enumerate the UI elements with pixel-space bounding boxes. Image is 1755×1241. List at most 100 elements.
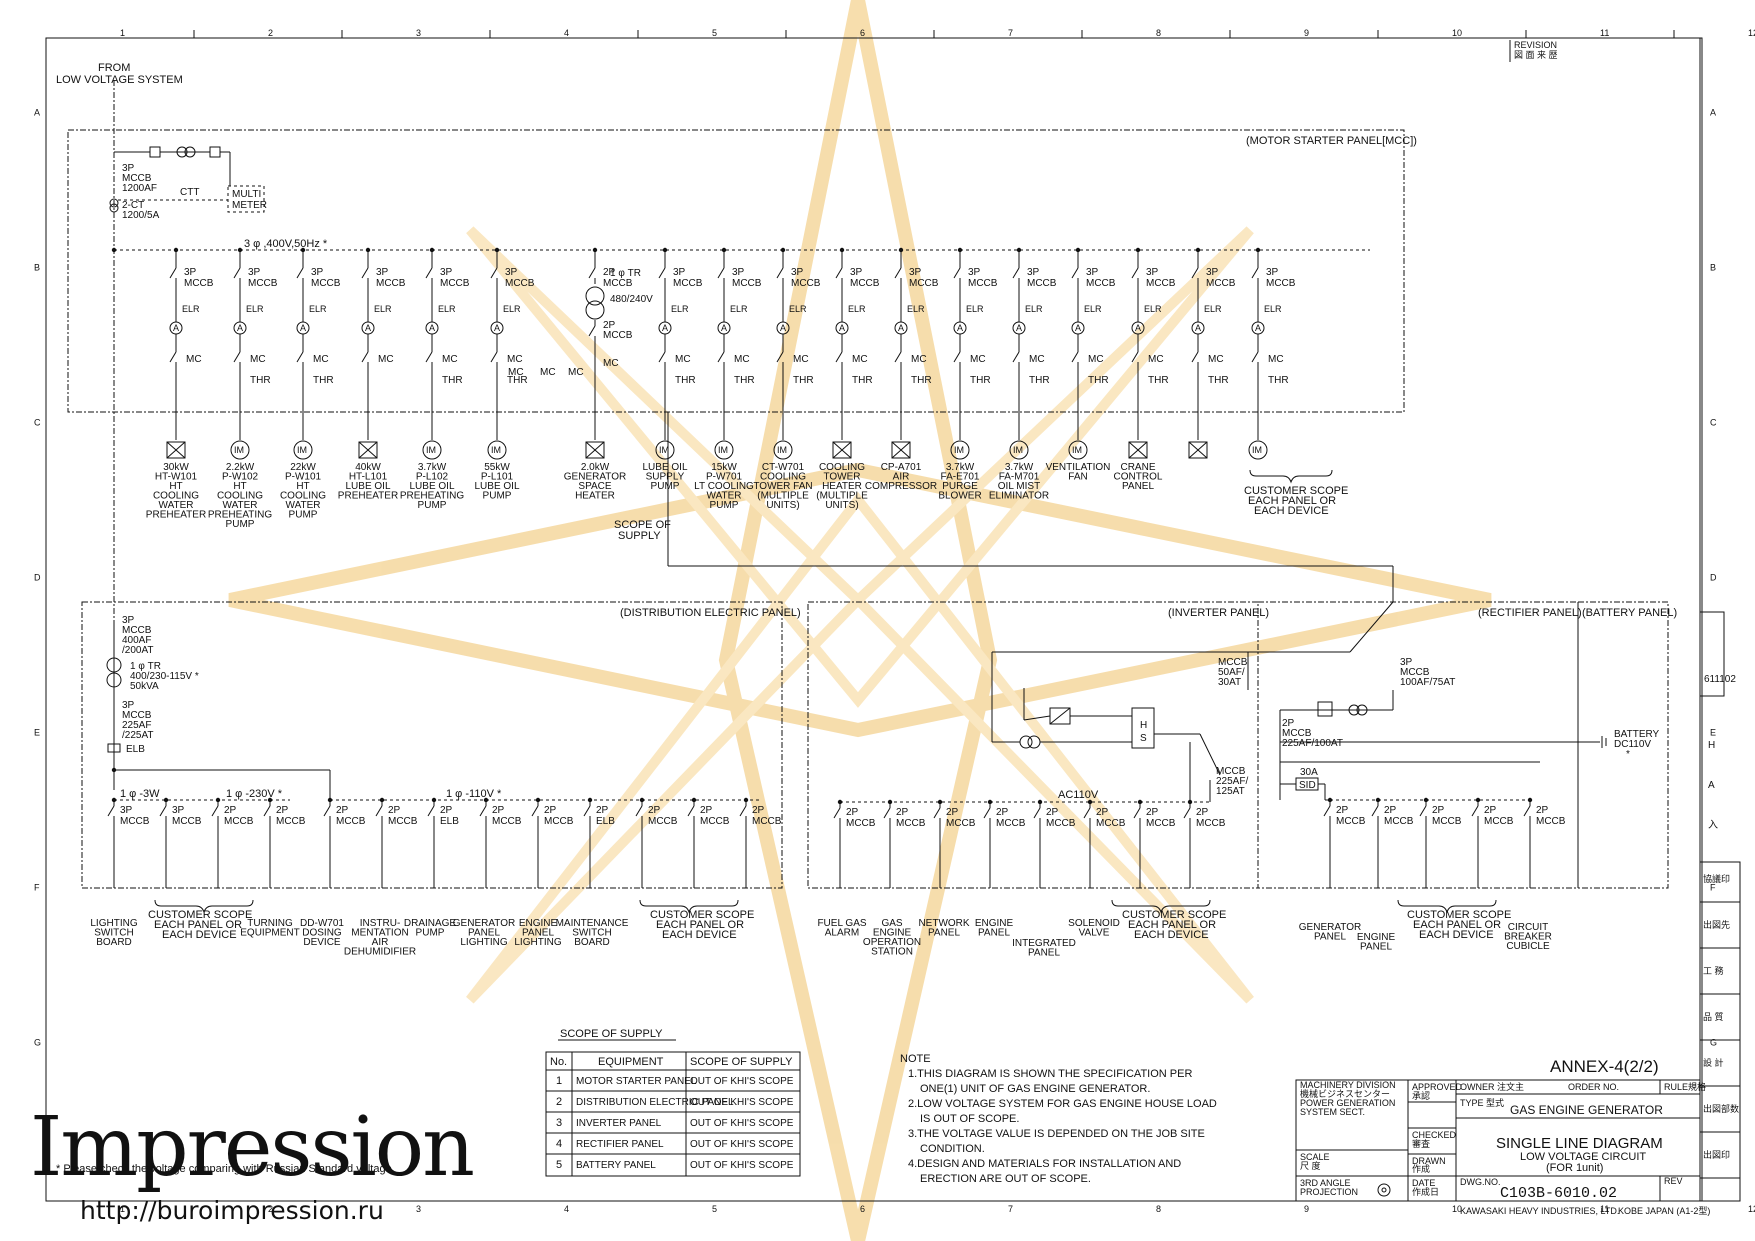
svg-text:MCCB: MCCB — [492, 816, 522, 827]
side-block-item: 出図先 — [1703, 919, 1730, 930]
svg-text:2P: 2P — [224, 805, 237, 816]
svg-text:3P: 3P — [122, 700, 135, 711]
col-mark: 2 — [268, 28, 273, 38]
svg-text:2P: 2P — [336, 805, 349, 816]
svg-text:STATION: STATION — [871, 947, 913, 958]
row-mark: 入 — [1708, 820, 1718, 831]
svg-text:AIR: AIR — [372, 937, 389, 948]
svg-text:CTT: CTT — [180, 187, 199, 198]
side-block-item: 出図印 — [1703, 1149, 1730, 1160]
svg-text:LUBE OIL: LUBE OIL — [345, 481, 390, 492]
svg-text:MCCB: MCCB — [909, 278, 939, 289]
svg-text:MCCB: MCCB — [1196, 818, 1226, 829]
svg-text:FAN: FAN — [1068, 472, 1087, 483]
svg-text:3P: 3P — [376, 267, 389, 278]
svg-text:3P: 3P — [311, 267, 324, 278]
svg-text:2P: 2P — [846, 807, 859, 818]
svg-text:LUBE OIL: LUBE OIL — [409, 481, 454, 492]
rectifier-feeder-group: 2PMCCB2PMCCB2PMCCB2PMCCB2PMCCBGENERATORP… — [1299, 797, 1566, 953]
svg-text:MC: MC — [378, 354, 394, 365]
svg-text:THR: THR — [1268, 375, 1289, 386]
svg-text:2P: 2P — [1096, 807, 1109, 818]
svg-text:3P: 3P — [122, 163, 135, 174]
source-label-2: LOW VOLTAGE SYSTEM — [56, 74, 183, 86]
svg-text:MC: MC — [603, 358, 619, 369]
svg-text:THR: THR — [1029, 375, 1050, 386]
svg-text:S: S — [1140, 733, 1147, 744]
svg-text:MCCB: MCCB — [184, 278, 214, 289]
svg-text:1: 1 — [556, 1075, 562, 1087]
svg-text:2P: 2P — [946, 807, 959, 818]
svg-text:A: A — [1135, 323, 1141, 333]
svg-text:2P: 2P — [1196, 807, 1209, 818]
svg-text:CONDITION.: CONDITION. — [920, 1143, 985, 1155]
svg-text:MCCB: MCCB — [544, 816, 574, 827]
svg-text:BREAKER: BREAKER — [1504, 932, 1552, 943]
svg-text:1.THIS DIAGRAM IS SHOWN THE SP: 1.THIS DIAGRAM IS SHOWN THE SPECIFICATIO… — [908, 1068, 1192, 1080]
side-block-item: 工 務 — [1703, 965, 1724, 976]
svg-text:MULTI: MULTI — [232, 189, 261, 200]
svg-text:PUMP: PUMP — [416, 928, 445, 939]
svg-text:3P: 3P — [440, 267, 453, 278]
svg-text:MCCB: MCCB — [1484, 816, 1514, 827]
svg-text:30A: 30A — [1300, 767, 1318, 778]
svg-text:ELB: ELB — [126, 744, 145, 755]
svg-text:MCCB: MCCB — [968, 278, 998, 289]
svg-text:MCCB: MCCB — [122, 173, 152, 184]
svg-text:LUBE OIL: LUBE OIL — [474, 481, 519, 492]
svg-text:PUMP: PUMP — [289, 510, 318, 521]
svg-text:CRANE: CRANE — [1120, 462, 1155, 473]
svg-text:MCCB: MCCB — [846, 818, 876, 829]
svg-text:IM: IM — [718, 445, 728, 455]
svg-text:MCCB: MCCB — [248, 278, 278, 289]
col-mark: 7 — [1008, 1204, 1013, 1214]
svg-text:WATER: WATER — [223, 500, 258, 511]
svg-text:BATTERY: BATTERY — [1614, 729, 1660, 740]
svg-text:IM: IM — [954, 445, 964, 455]
row-mark: D — [34, 573, 41, 583]
svg-text:OUT OF KHI'S SCOPE: OUT OF KHI'S SCOPE — [690, 1076, 794, 1087]
svg-text:MCCB: MCCB — [122, 625, 152, 636]
mcc-feeder: 3PMCCBELRAMCTHRIM22kWP-W101HTCOOLINGWATE… — [280, 247, 341, 521]
svg-text:THR: THR — [793, 375, 814, 386]
svg-text:UNITS): UNITS) — [766, 500, 799, 511]
svg-text:OUT OF KHI'S SCOPE: OUT OF KHI'S SCOPE — [690, 1097, 794, 1108]
svg-text:SID: SID — [1299, 780, 1316, 791]
svg-text:225AF: 225AF — [122, 720, 151, 731]
svg-text:A: A — [721, 323, 727, 333]
svg-text:2: 2 — [556, 1096, 562, 1108]
svg-text:A: A — [780, 323, 786, 333]
svg-text:ERECTION ARE OUT OF SCOPE.: ERECTION ARE OUT OF SCOPE. — [920, 1173, 1091, 1185]
svg-text:MCCB: MCCB — [1536, 816, 1566, 827]
svg-text:A: A — [898, 323, 904, 333]
svg-text:2P: 2P — [1484, 805, 1497, 816]
svg-text:MCCB: MCCB — [311, 278, 341, 289]
impression-watermark: Impression — [30, 1100, 475, 1195]
svg-text:MOTOR STARTER PANEL: MOTOR STARTER PANEL — [576, 1076, 697, 1087]
row-mark: B — [34, 263, 40, 273]
note-title: NOTE — [900, 1053, 931, 1065]
svg-text:3.THE VOLTAGE VALUE IS DEPENDE: 3.THE VOLTAGE VALUE IS DEPENDED ON THE J… — [908, 1128, 1205, 1140]
svg-text:WATER: WATER — [159, 500, 194, 511]
col-mark: 6 — [860, 28, 865, 38]
svg-text:3P: 3P — [120, 805, 133, 816]
inverter-title: (INVERTER PANEL) — [1168, 607, 1269, 619]
col-mark: 10 — [1452, 1204, 1462, 1214]
svg-text:A: A — [1075, 323, 1081, 333]
svg-text:LUBE OIL: LUBE OIL — [642, 462, 687, 473]
svg-text:3P: 3P — [1400, 657, 1413, 668]
svg-text:P-W101: P-W101 — [285, 472, 322, 483]
svg-text:EACH DEVICE: EACH DEVICE — [162, 929, 237, 941]
svg-text:MC: MC — [1208, 354, 1224, 365]
svg-text:THR: THR — [911, 375, 932, 386]
